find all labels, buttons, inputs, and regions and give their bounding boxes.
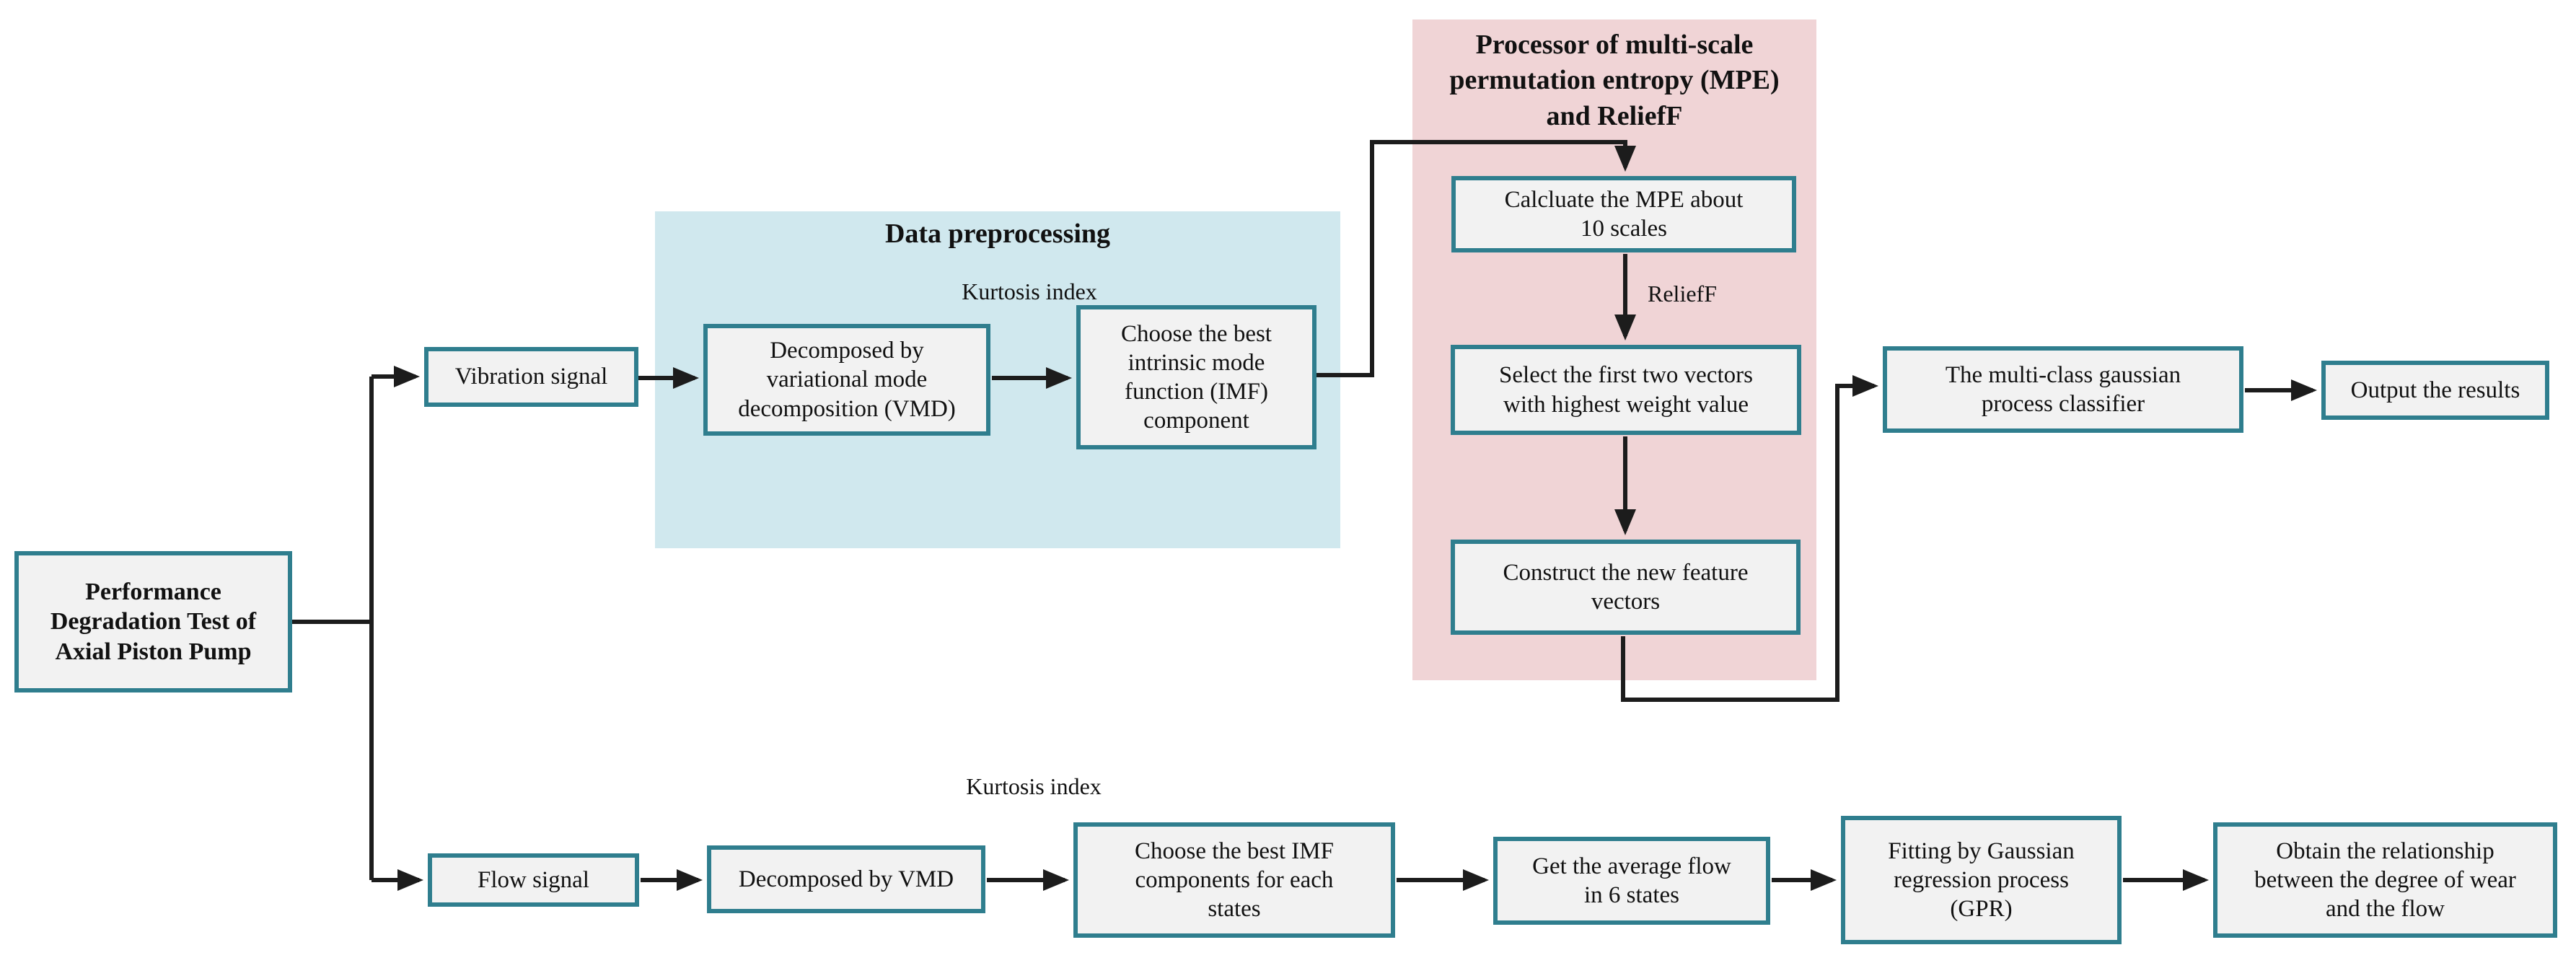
node-best-imf-component: Choose the best intrinsic mode function … [1076, 305, 1316, 449]
preprocessing-title: Data preprocessing [884, 219, 1111, 249]
node-select-vectors: Select the first two vectors with highes… [1451, 345, 1801, 435]
node-performance-test: Performance Degradation Test of Axial Pi… [14, 551, 292, 692]
node-vmd-decompose-flow: Decomposed by VMD [707, 845, 985, 913]
node-average-flow: Get the average flow in 6 states [1493, 837, 1770, 925]
node-wear-flow-relationship: Obtain the relationship between the degr… [2213, 822, 2557, 938]
kurtosis-index-label-bottom: Kurtosis index [966, 773, 1102, 799]
kurtosis-index-label-top: Kurtosis index [962, 278, 1097, 304]
node-flow-signal: Flow signal [428, 853, 639, 907]
node-calc-mpe: Calcluate the MPE about 10 scales [1451, 176, 1796, 252]
mpe-relieff-title: Processor of multi-scale permutation ent… [1449, 30, 1780, 131]
node-gp-classifier: The multi-class gaussian process classif… [1883, 346, 2243, 433]
node-output-results: Output the results [2321, 361, 2549, 420]
node-best-imf-states: Choose the best IMF components for each … [1073, 822, 1395, 938]
node-construct-vectors: Construct the new feature vectors [1451, 540, 1801, 635]
node-vibration-signal: Vibration signal [424, 347, 638, 407]
node-vmd-decompose: Decomposed by variational mode decomposi… [703, 324, 990, 436]
node-gpr-fitting: Fitting by Gaussian regression process (… [1841, 816, 2122, 944]
relieff-label: ReliefF [1648, 281, 1717, 307]
